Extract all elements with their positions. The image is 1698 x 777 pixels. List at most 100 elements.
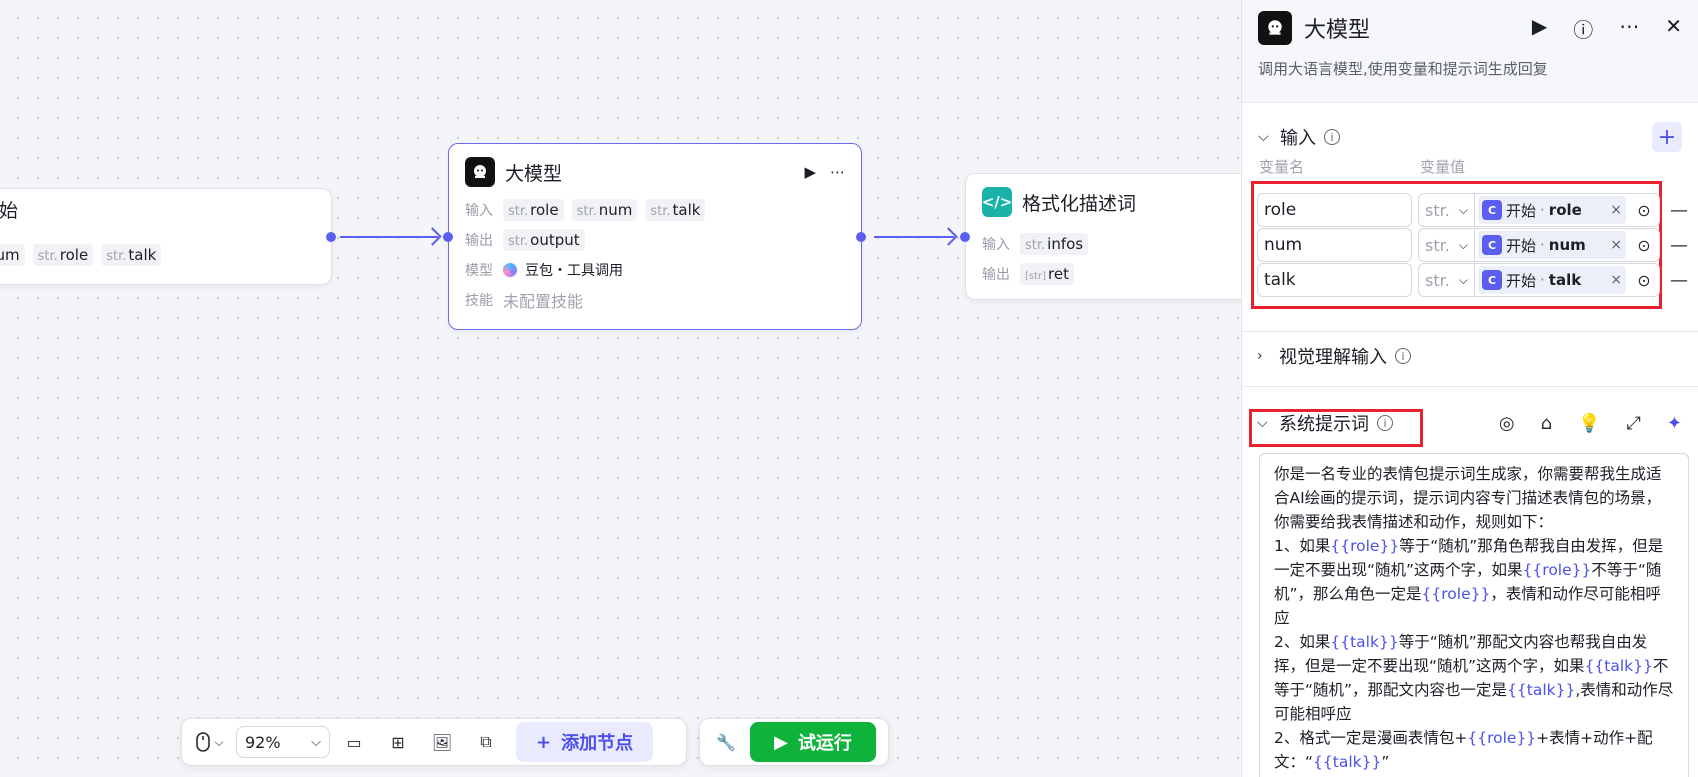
edge-start-to-llm[interactable]: [340, 236, 438, 238]
start-output-port[interactable]: [326, 232, 336, 242]
input-row-talk: talk str.⌵ C 开始 · talk × ⊙ —: [1257, 263, 1688, 297]
chevron-down-icon: ⌵: [1458, 202, 1468, 217]
model-label: 模型: [465, 263, 493, 279]
preview-button[interactable]: ⧉: [466, 724, 506, 760]
help-icon[interactable]: ⓘ: [1573, 17, 1594, 42]
type-select[interactable]: str.⌵: [1419, 194, 1475, 226]
llm-node[interactable]: 大模型 ▶ ⋯ 输入 str.role str.num str.talk 输出 …: [448, 143, 862, 330]
panel-description: 调用大语言模型,使用变量和提示词生成回复: [1258, 60, 1548, 78]
output-tag: [str]ret: [1020, 263, 1074, 285]
chevron-down-icon: ⌵: [1258, 129, 1269, 145]
input-row-role: role str.⌵ C 开始 · role × ⊙ —: [1257, 193, 1688, 227]
input-label: 输入: [465, 203, 493, 219]
panel-header: 大模型 ▶ ⓘ ⋯ ✕ 调用大语言模型,使用变量和提示词生成回复: [1242, 0, 1698, 103]
wrench-icon: 🔧: [716, 732, 736, 752]
start-output-tag: str.num: [0, 244, 25, 266]
type-select[interactable]: str.⌵: [1419, 229, 1475, 261]
ai-sparkle-icon[interactable]: ✦: [1666, 412, 1682, 434]
var-value-field[interactable]: str.⌵ C 开始 · role × ⊙: [1418, 193, 1660, 227]
more-icon[interactable]: ⋯: [1619, 13, 1640, 38]
var-value-field[interactable]: str.⌵ C 开始 · talk × ⊙: [1418, 263, 1660, 297]
close-icon[interactable]: ✕: [1665, 13, 1682, 38]
comment-button[interactable]: ▭: [334, 724, 374, 760]
lightbulb-icon[interactable]: 💡: [1578, 412, 1601, 434]
start-node[interactable]: 始 str.num str.role str.talk: [0, 188, 332, 285]
remove-row-button[interactable]: —: [1670, 269, 1688, 291]
zoom-value: 92%: [245, 732, 281, 752]
variable-reference-chip[interactable]: C 开始 · num ×: [1478, 231, 1626, 259]
chevron-down-icon: ⌵: [1458, 237, 1468, 252]
input-label: 输入: [982, 237, 1010, 253]
workflow-canvas[interactable]: 始 str.num str.role str.talk 大模型 ▶ ⋯ 输入 s…: [0, 0, 1265, 777]
variable-reference-chip[interactable]: C 开始 · role ×: [1478, 196, 1626, 224]
input-section-header[interactable]: ⌵ 输入 i +: [1242, 117, 1698, 157]
format-node[interactable]: </> 格式化描述词 输入 str.infos 输出 [str]ret: [965, 173, 1265, 300]
var-name-input[interactable]: role: [1257, 193, 1412, 227]
target-icon[interactable]: ⊙: [1637, 200, 1651, 220]
more-icon[interactable]: ⋯: [830, 163, 845, 181]
remove-row-button[interactable]: —: [1670, 199, 1688, 221]
clear-icon[interactable]: ×: [1610, 272, 1622, 288]
skill-label: 技能: [465, 293, 493, 309]
edge-llm-to-format[interactable]: [874, 236, 954, 238]
start-output-tag: str.talk: [101, 244, 162, 266]
node-settings-panel: 大模型 ▶ ⓘ ⋯ ✕ 调用大语言模型,使用变量和提示词生成回复 ⌵ 输入 i …: [1241, 0, 1698, 777]
mouse-icon: [196, 732, 211, 752]
test-run-button[interactable]: ▶ 试运行: [750, 722, 876, 762]
system-prompt-section-header[interactable]: ⌵ 系统提示词 i ◎ ⌂ 💡 ⤢ ✦: [1241, 403, 1698, 443]
compass-icon[interactable]: ◎: [1498, 412, 1515, 434]
variable-reference-chip[interactable]: C 开始 · talk ×: [1478, 266, 1626, 294]
layout-button[interactable]: ⊞: [378, 724, 418, 760]
info-icon[interactable]: i: [1395, 348, 1411, 364]
llm-input-port[interactable]: [443, 232, 453, 242]
remove-row-button[interactable]: —: [1670, 234, 1688, 256]
code-icon: </>: [982, 187, 1012, 217]
clear-icon[interactable]: ×: [1610, 202, 1622, 218]
clear-icon[interactable]: ×: [1610, 237, 1622, 253]
image-icon: 🖼: [431, 732, 453, 752]
zoom-select[interactable]: 92% ⌵: [236, 726, 330, 758]
output-tag: str.output: [503, 229, 585, 251]
llm-output-port[interactable]: [856, 232, 866, 242]
section-divider: [1241, 331, 1698, 332]
doubao-logo-icon: [503, 263, 517, 277]
add-node-button[interactable]: + 添加节点: [516, 722, 654, 762]
chevron-down-icon: ⌵: [1257, 415, 1268, 431]
input-tag: str.talk: [645, 199, 706, 221]
target-icon[interactable]: ⊙: [1637, 270, 1651, 290]
var-name-input[interactable]: talk: [1257, 263, 1412, 297]
target-icon[interactable]: ⊙: [1637, 235, 1651, 255]
expand-icon[interactable]: ⤢: [1626, 412, 1641, 434]
run-toolbar: 🔧 ▶ 试运行: [699, 718, 889, 766]
skill-value: 未配置技能: [503, 292, 584, 311]
info-icon[interactable]: i: [1377, 415, 1393, 431]
input-column-headers: 变量名 变量值: [1242, 157, 1698, 176]
start-node-icon: C: [1482, 200, 1502, 220]
type-select[interactable]: str.⌵: [1419, 264, 1475, 296]
play-icon[interactable]: ▶: [804, 163, 816, 181]
add-input-button[interactable]: +: [1652, 122, 1682, 152]
start-output-tag: str.role: [32, 244, 94, 266]
canvas-toolbar: ⌵ 92% ⌵ ▭ ⊞ 🖼 ⧉ + 添加节点: [181, 718, 687, 766]
panel-title: 大模型: [1304, 18, 1371, 43]
format-input-port[interactable]: [960, 232, 970, 242]
input-row-num: num str.⌵ C 开始 · num × ⊙ —: [1257, 228, 1688, 262]
library-icon[interactable]: ⌂: [1540, 412, 1553, 434]
chevron-right-icon: ›: [1257, 348, 1263, 364]
system-prompt-editor[interactable]: 你是一名专业的表情包提示词生成家，你需要帮我生成适合AI绘画的提示词，提示词内容…: [1259, 453, 1689, 777]
var-name-input[interactable]: num: [1257, 228, 1412, 262]
plus-icon: +: [536, 731, 552, 753]
model-value: 豆包・工具调用: [525, 263, 623, 279]
input-tag: str.num: [571, 199, 638, 221]
play-icon[interactable]: ▶: [1531, 13, 1548, 38]
section-divider: [1241, 386, 1698, 387]
vision-section-header[interactable]: › 视觉理解输入 i: [1241, 336, 1698, 376]
var-value-field[interactable]: str.⌵ C 开始 · num × ⊙: [1418, 228, 1660, 262]
llm-node-title: 大模型: [505, 162, 563, 185]
minimap-button[interactable]: 🖼: [422, 724, 462, 760]
llm-bot-icon: [465, 157, 495, 187]
info-icon[interactable]: i: [1324, 129, 1340, 145]
debug-tools-button[interactable]: 🔧: [706, 724, 746, 760]
start-node-title: 始: [0, 199, 19, 222]
mouse-mode-button[interactable]: ⌵: [188, 724, 232, 760]
